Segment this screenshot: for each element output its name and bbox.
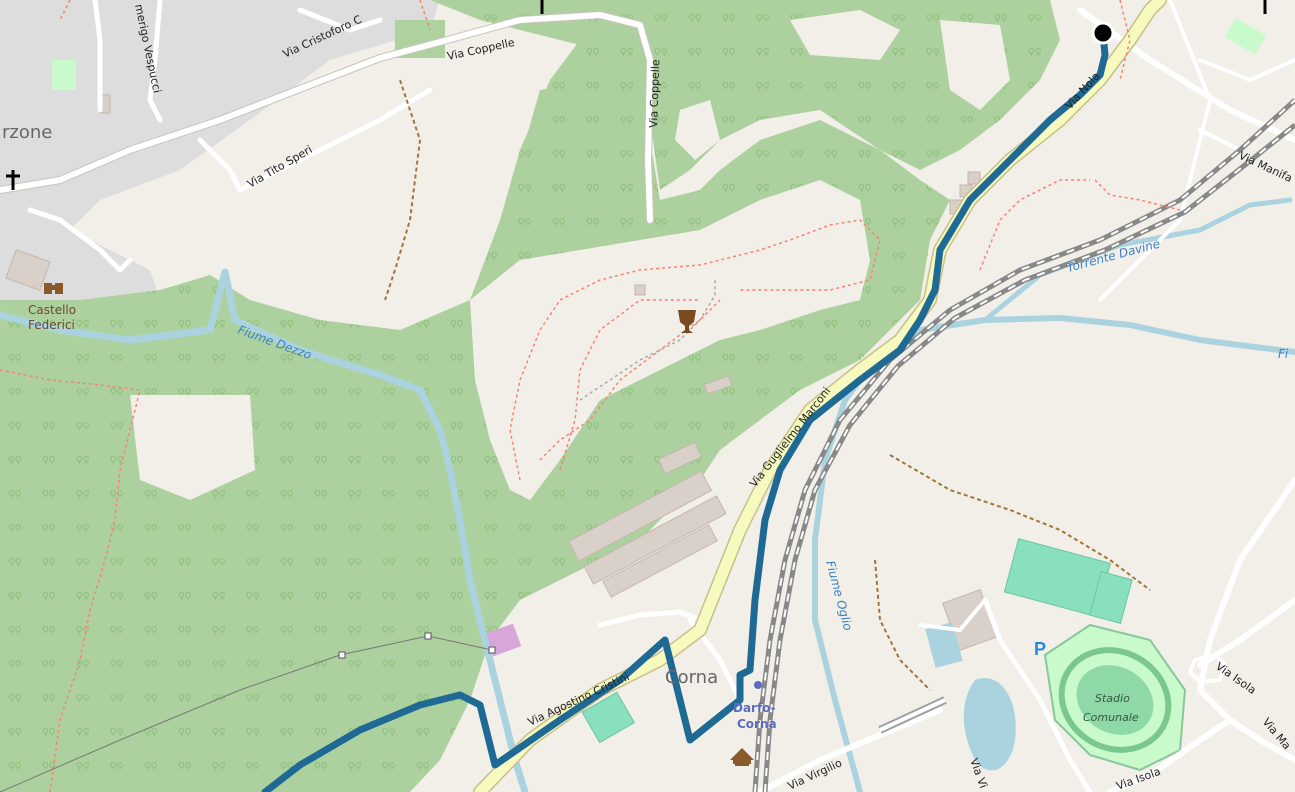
- gray-path: [579, 280, 716, 401]
- forest-north: [430, 0, 1060, 190]
- place-label-corna: Corna: [665, 667, 718, 688]
- clearing-small: [675, 100, 720, 160]
- station-label-1: Darfo-: [733, 701, 775, 715]
- clearing-west: [130, 395, 255, 500]
- forest-west-edge: [520, 80, 640, 250]
- castello-label-2: Federici: [28, 318, 75, 332]
- forest-west: [0, 20, 950, 792]
- parking-icon: P: [1034, 639, 1046, 659]
- train-station-icon: [754, 681, 762, 689]
- clearing-north-2: [940, 20, 1010, 110]
- stadium-label-1: Stadio: [1095, 692, 1130, 705]
- river-dezzo: [0, 268, 529, 792]
- stadium-label-2: Comunale: [1083, 711, 1139, 724]
- clearing-hill: [470, 180, 870, 500]
- lake: [963, 678, 1016, 771]
- castello-label-1: Castello: [28, 303, 76, 317]
- tracks: [384, 79, 1151, 691]
- station-label-2: Corna: [737, 717, 777, 731]
- trophy-icon: [678, 310, 696, 333]
- footpaths: [0, 0, 1181, 792]
- stadium-field: [1076, 665, 1154, 735]
- route-line: [261, 29, 1109, 792]
- water-label-fi: Fi: [1278, 347, 1289, 361]
- pitch-2: [1088, 570, 1133, 624]
- place-label-arzone: rzone: [2, 122, 52, 143]
- park-small: [52, 60, 76, 90]
- park-ne: [1224, 17, 1267, 55]
- clearing-north: [790, 10, 900, 60]
- pitch-corna: [581, 691, 636, 744]
- aerialway: [0, 632, 496, 792]
- buildings: [5, 94, 998, 651]
- road-label-via-coppelle-2: Via Coppelle: [647, 59, 662, 128]
- stadium-track: [1058, 647, 1172, 753]
- route-start-marker[interactable]: [1091, 21, 1115, 45]
- monument-icon: [730, 748, 754, 766]
- binoculars-icon: [44, 283, 63, 294]
- urban-area: [0, 0, 440, 310]
- cross-icon: [6, 170, 20, 190]
- pool: [925, 622, 963, 668]
